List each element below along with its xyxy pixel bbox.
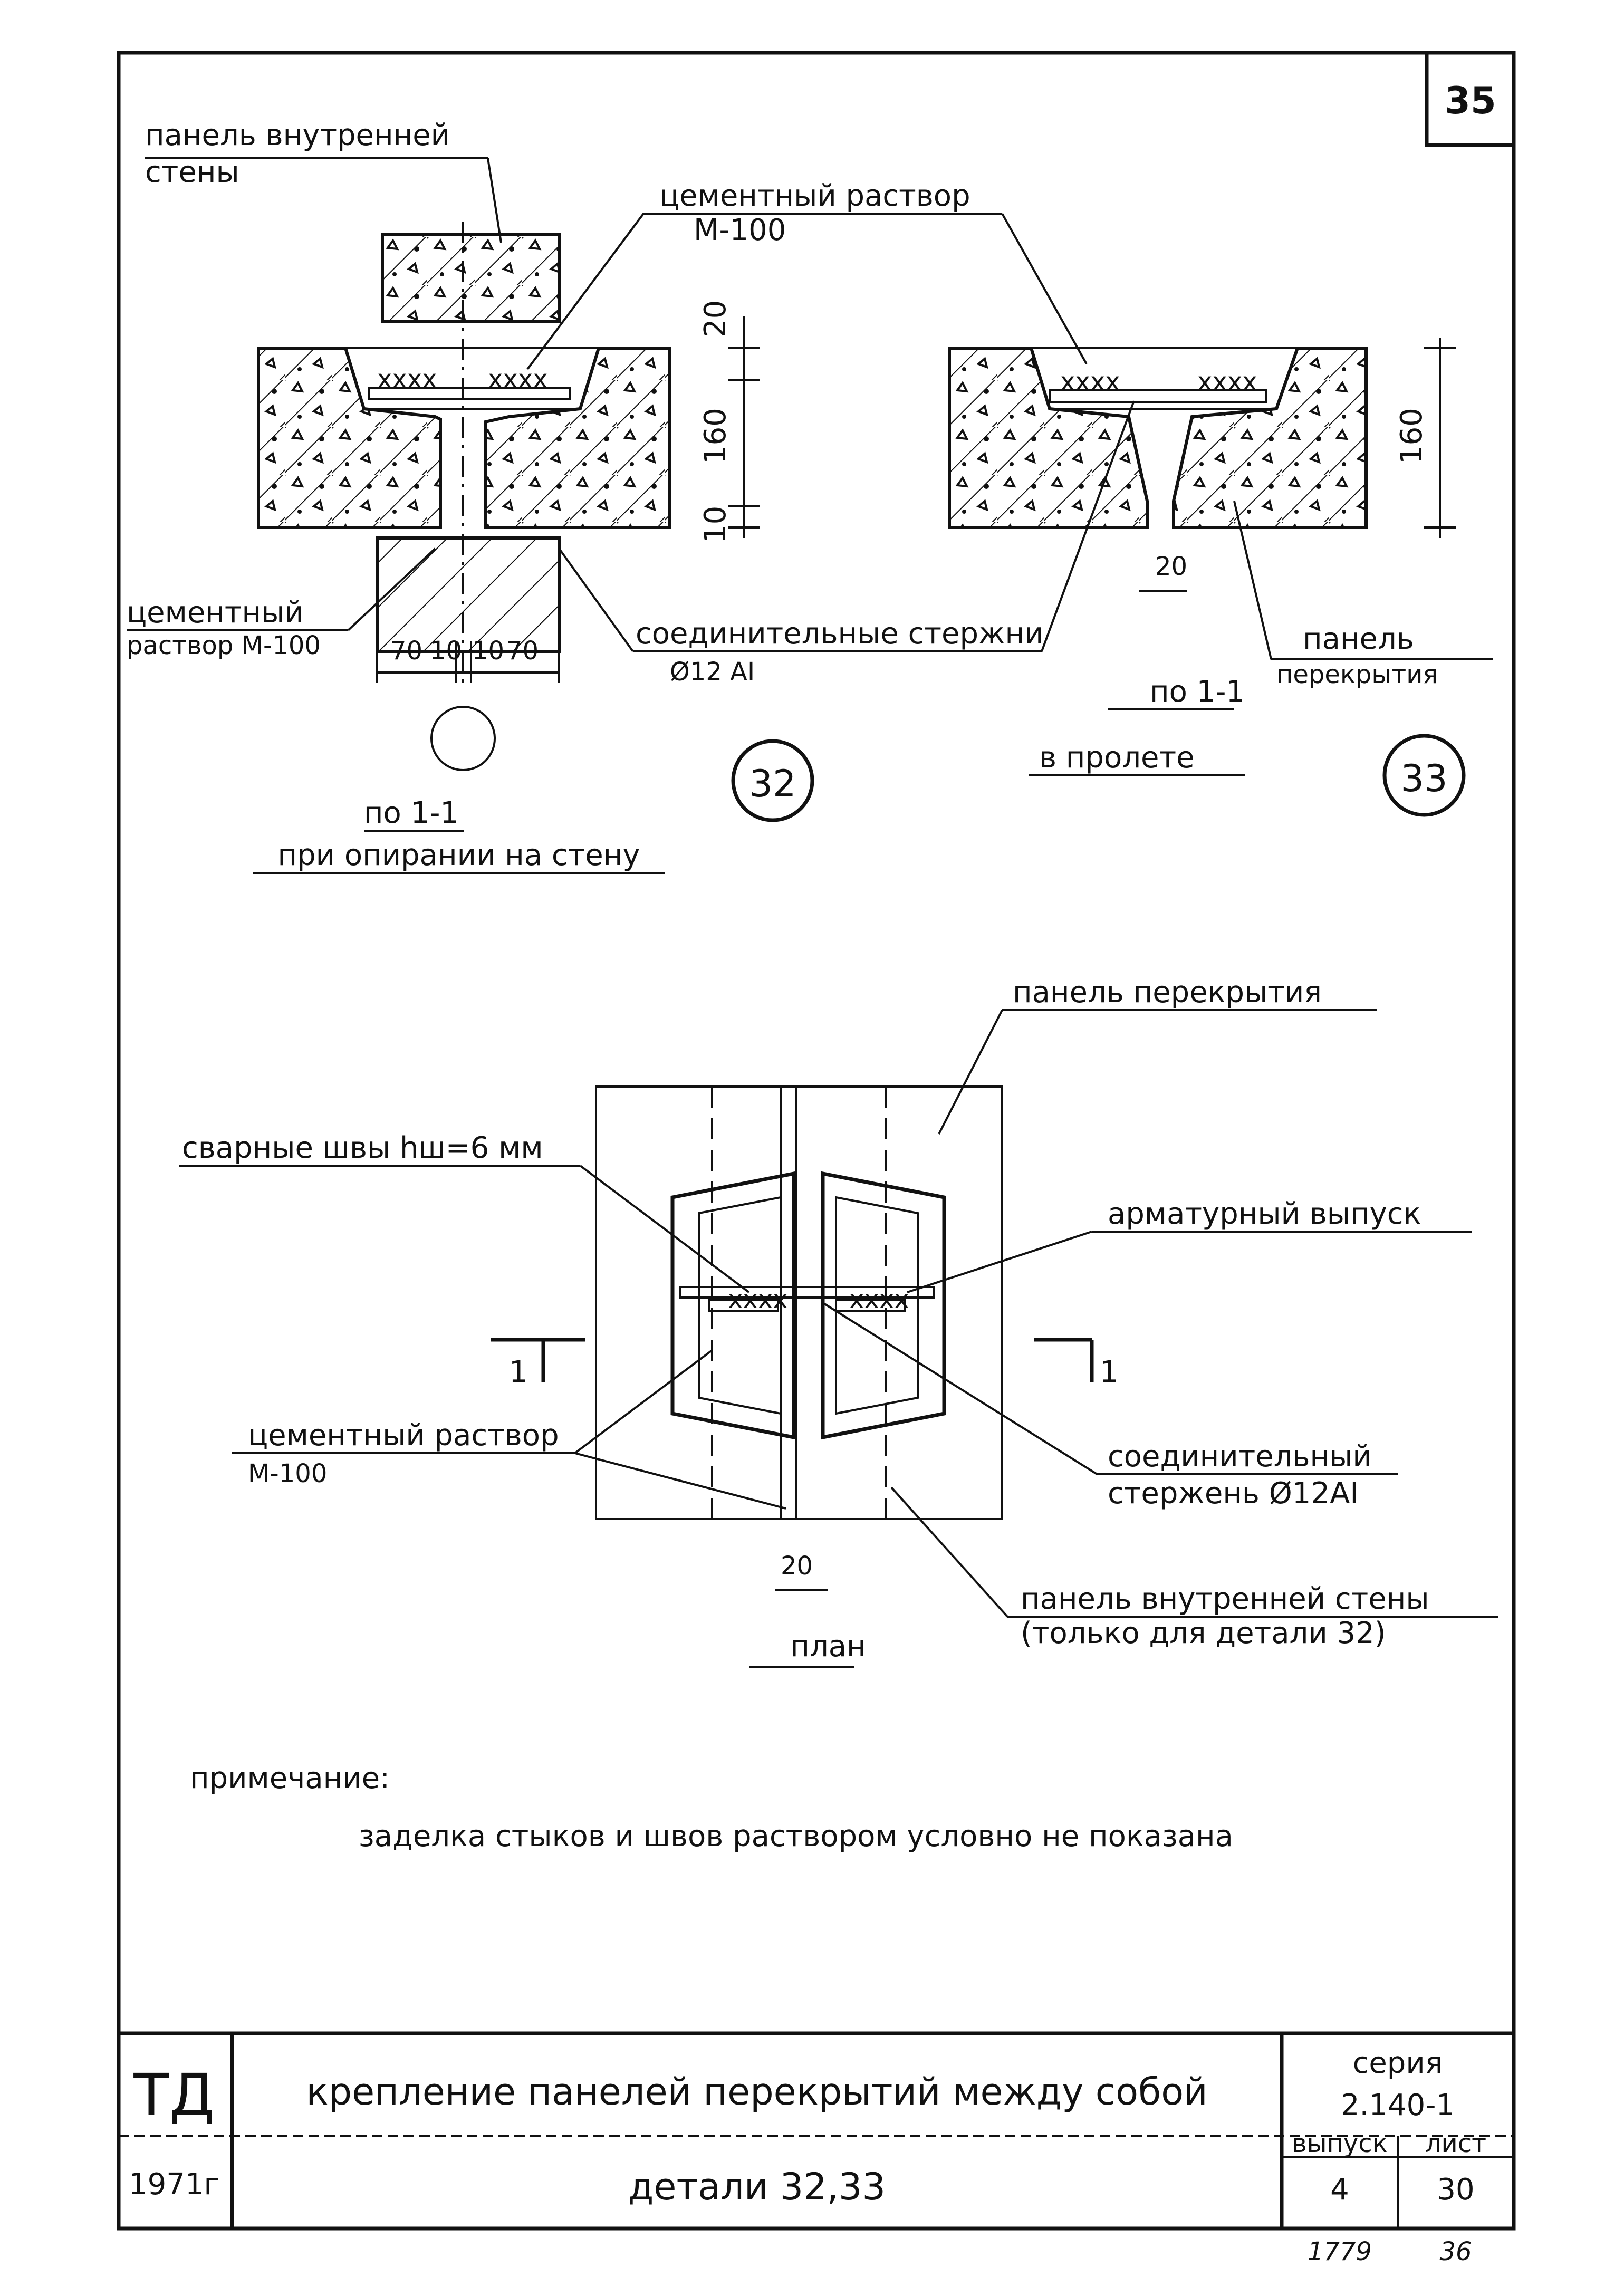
td-mark: ТД bbox=[133, 2061, 214, 2129]
label-wall-panel-1: панель внутренней bbox=[145, 118, 450, 152]
label-plan-wall-1: панель внутренней стены bbox=[1021, 1582, 1429, 1616]
label-welds: сварные швы hш=6 мм bbox=[182, 1131, 543, 1165]
label-plan-mortar-2: М-100 bbox=[248, 1459, 327, 1488]
sheet-label: лист bbox=[1425, 2129, 1486, 2158]
issue-label: выпуск bbox=[1292, 2129, 1387, 2158]
label-mortar-bottom-1: цементный bbox=[127, 595, 304, 630]
sheet-frame: 35 bbox=[117, 51, 1516, 2231]
plan-dim-20: 20 bbox=[781, 1551, 813, 1581]
dim-70-left: 70 bbox=[390, 636, 422, 666]
label-plan-wall-2: (только для детали 32) bbox=[1021, 1616, 1386, 1650]
axis-marker bbox=[430, 706, 496, 771]
dim-20: 20 bbox=[698, 300, 733, 338]
detail-33-number: 33 bbox=[1400, 757, 1447, 800]
svg-text:xxxx: xxxx bbox=[1060, 367, 1120, 397]
detail-33-number-circle bbox=[1382, 734, 1466, 817]
dim-10-left: 10 bbox=[430, 636, 462, 666]
mortar-recess-33 bbox=[1030, 347, 1299, 410]
dim-20-33: 20 bbox=[1155, 552, 1187, 581]
plan-caption: план bbox=[790, 1629, 866, 1664]
connecting-rod-33 bbox=[1049, 389, 1267, 403]
label-rebar-out: арматурный выпуск bbox=[1108, 1197, 1421, 1231]
label-mortar-bottom-2: раствор М-100 bbox=[127, 631, 321, 660]
page-number-box bbox=[1425, 51, 1516, 147]
detail-32-caption-section: по 1-1 bbox=[364, 796, 459, 830]
dim-10-right: 10 bbox=[472, 636, 504, 666]
label-rods-2: Ø12 АI bbox=[670, 657, 755, 687]
plan-recess-right bbox=[821, 1171, 946, 1440]
detail-32-section: xxxx xxxx 20 160 10 70 10 10 70 bbox=[127, 118, 1135, 874]
dim-160-33: 160 bbox=[1395, 408, 1429, 464]
svg-text:xxxx: xxxx bbox=[849, 1285, 909, 1314]
note-text: заделка стыков и швов раствором условно … bbox=[359, 1819, 1233, 1853]
svg-text:xxxx: xxxx bbox=[377, 364, 437, 394]
svg-text:xxxx: xxxx bbox=[488, 364, 548, 394]
plan-view: xxxx xxxx 1 1 20 план панель перекрытия … bbox=[179, 975, 1498, 1668]
note-heading: примечание: bbox=[190, 1761, 390, 1795]
series-value: 2.140-1 bbox=[1341, 2088, 1455, 2122]
mortar-recess bbox=[344, 347, 600, 410]
year: 1971г bbox=[129, 2167, 219, 2202]
wall-panel-upper bbox=[381, 233, 561, 323]
label-mortar-top-1: цементный раствор bbox=[659, 179, 970, 213]
label-floor-panel: панель перекрытия bbox=[1013, 975, 1322, 1010]
section-mark-right-label: 1 bbox=[1100, 1355, 1119, 1389]
series-label: серия bbox=[1353, 2046, 1443, 2080]
label-wall-panel-2: стены bbox=[145, 155, 239, 189]
sheet-subtitle: детали 32,33 bbox=[628, 2165, 886, 2208]
detail-33-caption-note: в пролете bbox=[1039, 741, 1195, 775]
section-mark-left bbox=[491, 1338, 585, 1382]
label-mortar-top-2: М-100 bbox=[694, 213, 786, 247]
plan-outline bbox=[595, 1085, 1003, 1520]
issue-value: 4 bbox=[1330, 2173, 1349, 2207]
label-panel-33-1: панель bbox=[1303, 622, 1414, 656]
label-plan-mortar-1: цементный раствор bbox=[248, 1418, 559, 1453]
detail-32-number-circle bbox=[731, 739, 814, 822]
detail-32-number: 32 bbox=[749, 762, 796, 805]
label-panel-33-2: перекрытия bbox=[1276, 660, 1438, 689]
plan-connecting-rod bbox=[679, 1286, 935, 1299]
stamp-right: 36 bbox=[1439, 2237, 1472, 2266]
svg-text:xxxx: xxxx bbox=[728, 1285, 788, 1314]
detail-32-vertical-dimensions: 20 160 10 bbox=[698, 300, 760, 543]
page-number: 35 bbox=[1445, 79, 1496, 122]
sheet-value: 30 bbox=[1437, 2173, 1474, 2207]
note: примечание: заделка стыков и швов раство… bbox=[190, 1761, 1233, 1853]
label-rods-1: соединительные стержни bbox=[636, 617, 1043, 651]
stamp-left: 1779 bbox=[1308, 2237, 1372, 2266]
dim-10: 10 bbox=[698, 506, 733, 543]
detail-32-horizontal-dimensions: 70 10 10 70 bbox=[376, 636, 560, 683]
wall-panel-lower bbox=[376, 536, 561, 653]
label-plan-rod-2: стержень Ø12АI bbox=[1108, 1476, 1359, 1511]
plan-recess-left bbox=[670, 1171, 796, 1440]
detail-33-section: xxxx xxxx 160 20 панель перекрытия по 1-… bbox=[948, 338, 1493, 817]
svg-text:xxxx: xxxx bbox=[1197, 367, 1257, 397]
detail-33-caption-section: по 1-1 bbox=[1150, 675, 1245, 709]
title-block: ТД 1971г крепление панелей перекрытий ме… bbox=[119, 2031, 1514, 2266]
sheet-title: крепление панелей перекрытий между собой bbox=[306, 2070, 1207, 2113]
connecting-rod bbox=[368, 387, 571, 400]
section-mark-right bbox=[1034, 1338, 1094, 1382]
dim-160: 160 bbox=[698, 408, 733, 464]
label-plan-rod-1: соединительный bbox=[1108, 1439, 1372, 1474]
section-mark-left-label: 1 bbox=[509, 1355, 528, 1389]
detail-32-caption-note: при опирании на стену bbox=[277, 838, 640, 872]
dim-70-right: 70 bbox=[506, 636, 539, 666]
